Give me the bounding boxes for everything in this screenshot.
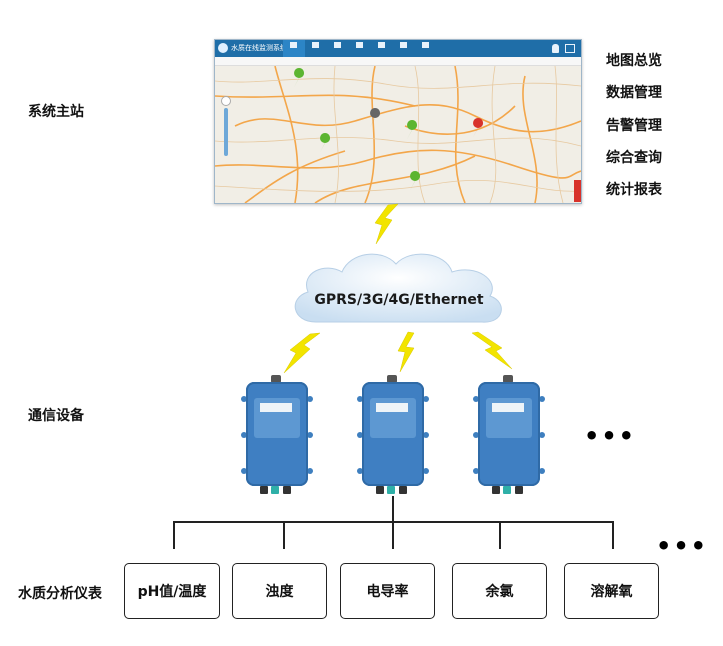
map-toolbar [215,57,581,80]
menu-query[interactable] [371,40,393,57]
function-alarm-management: 告警管理 [606,118,662,134]
drop-line [392,521,394,549]
function-data-management: 数据管理 [606,85,662,101]
menu-history[interactable] [349,40,371,57]
label-water-instruments: 水质分析仪表 [18,586,102,602]
cloud-icon [294,253,502,323]
map-view[interactable] [215,65,581,203]
zoom-control[interactable] [221,96,231,158]
lightning-bolt-icon [283,332,321,374]
comm-device-1 [241,375,313,494]
sensor-turbidity: 浊度 [232,563,327,619]
globe-icon [218,43,228,53]
more-sensors-ellipsis: ••• [656,532,709,560]
app-header: 水质在线监测系统 [215,40,581,57]
more-devices-ellipsis: ••• [584,422,637,450]
logout-icon[interactable] [565,44,575,53]
drop-line [283,521,285,549]
trunk-line [392,496,394,522]
user-icon[interactable] [552,44,559,53]
comm-device-2 [357,375,429,494]
lightning-bolt-icon [471,331,513,370]
drop-line [499,521,501,549]
sensor-ph-temperature: pH值/温度 [124,563,220,619]
alarm-side-tab[interactable] [574,180,581,202]
function-map-overview: 地图总览 [606,53,662,69]
label-comm-device: 通信设备 [28,408,84,424]
app-title: 水质在线监测系统 [231,44,287,52]
function-query: 综合查询 [606,150,662,166]
label-master-station: 系统主站 [28,104,84,120]
sensor-residual-chlorine: 余氯 [452,563,547,619]
menu-alarm[interactable] [327,40,349,57]
menu-data[interactable] [305,40,327,57]
comm-device-3 [473,375,545,494]
network-label: GPRS/3G/4G/Ethernet [314,292,484,308]
map-roads [215,65,581,203]
sensor-conductivity: 电导率 [340,563,435,619]
function-statistics: 统计报表 [606,182,662,198]
master-station-screenshot: 水质在线监测系统 [214,39,582,204]
sensor-dissolved-oxygen: 溶解氧 [564,563,659,619]
lightning-bolt-icon [397,331,415,373]
menu-map[interactable] [283,40,305,57]
drop-line [173,521,175,549]
lightning-bolt-icon [374,203,399,245]
menu-settings[interactable] [415,40,437,57]
drop-line [612,521,614,549]
menu-report[interactable] [393,40,415,57]
